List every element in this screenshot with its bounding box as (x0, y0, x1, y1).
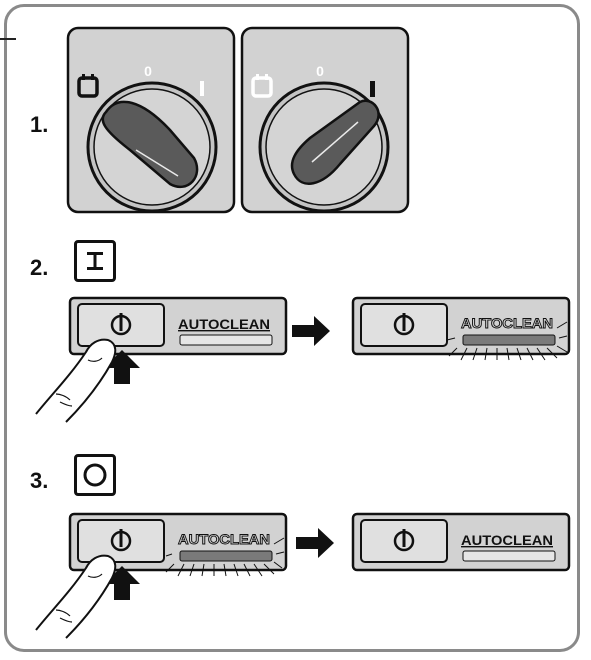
step-2-number: 2. (30, 255, 49, 280)
autoclean-label: AUTOCLEAN (178, 316, 270, 332)
dial-mark-zero: 0 (144, 63, 152, 79)
press-arrow-icon (104, 350, 140, 384)
dial-panel-left: 0 (66, 26, 236, 214)
press-arrow-icon-2 (104, 566, 140, 600)
step-3-number: 3. (30, 468, 49, 493)
off-symbol-box (74, 454, 116, 496)
power-icon (110, 313, 132, 336)
plug-icon (77, 74, 99, 98)
autoclean-label-lit-2: AUTOCLEAN (178, 531, 270, 547)
finger-icon (35, 338, 117, 423)
on-symbol-box (74, 240, 116, 282)
dial-mark-zero-2: 0 (316, 63, 324, 79)
dial-mark-on (200, 81, 204, 96)
circle-off-icon (83, 463, 107, 487)
autoclean-label-off: AUTOCLEAN (461, 532, 553, 548)
control-panel-step2-after: AUTOCLEAN (351, 296, 571, 361)
control-panel-step2-before: AUTOCLEAN (35, 296, 288, 423)
plug-icon-outline (251, 74, 273, 98)
sequence-arrow-icon (292, 316, 330, 346)
control-panel-step3-after: AUTOCLEAN (351, 512, 571, 572)
step-1-number: 1. (30, 112, 49, 137)
leader-line (0, 38, 16, 40)
sequence-arrow-icon-2 (296, 528, 334, 558)
dial-panel-right: 0 (240, 26, 410, 214)
dial-mark-on-2 (370, 81, 375, 97)
i-beam-on-icon (87, 252, 103, 270)
control-panel-step3-before: AUTOCLEAN (35, 512, 288, 639)
finger-icon-2 (35, 554, 117, 639)
autoclean-label-lit: AUTOCLEAN (461, 315, 553, 331)
